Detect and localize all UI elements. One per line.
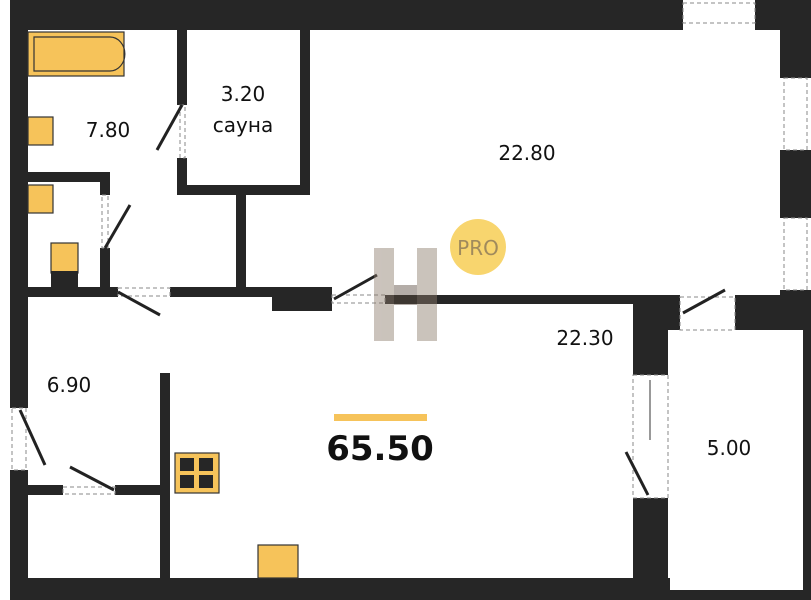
fixtures (27, 31, 299, 579)
total-area-accent-bar (334, 414, 427, 421)
total-area: 65.50 (326, 429, 434, 469)
walls (10, 0, 811, 600)
sauna-name: сауна (213, 113, 273, 137)
doors (11, 104, 736, 499)
pro-badge-text: PRO (457, 236, 499, 260)
bathtub (27, 31, 125, 77)
bathroom-sink (27, 116, 54, 146)
watermark-logo (374, 248, 437, 341)
toilet (50, 242, 79, 274)
kitchen-sink (257, 544, 299, 579)
stove (174, 452, 220, 494)
hallway-area: 6.90 (47, 373, 92, 397)
bathroom-area: 7.80 (86, 118, 131, 142)
pro-badge (450, 219, 506, 275)
living-kitchen-area: 22.30 (556, 326, 613, 350)
wc-sink (27, 184, 54, 214)
windows (682, 2, 808, 291)
bedroom-area: 22.80 (498, 141, 555, 165)
sauna-area: 3.20 (221, 82, 266, 106)
balcony-area: 5.00 (707, 436, 752, 460)
